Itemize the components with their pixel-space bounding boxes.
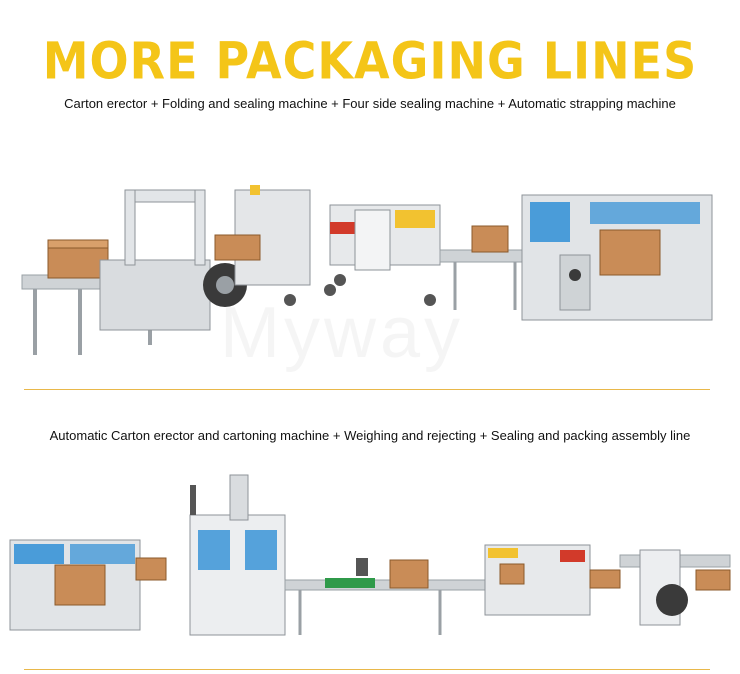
carton-erector-machine-2 bbox=[9, 539, 167, 631]
line2-machinery-image bbox=[9, 474, 731, 636]
carton-erector-machine bbox=[521, 194, 713, 321]
cartoning-machine bbox=[189, 474, 286, 636]
line2-caption: Automatic Carton erector and cartoning m… bbox=[49, 428, 691, 443]
strapping-machine-2 bbox=[619, 549, 731, 626]
divider-top bbox=[24, 389, 710, 390]
strapping-machine bbox=[99, 189, 247, 331]
carton-box-1 bbox=[47, 239, 109, 279]
line1-machinery-image bbox=[21, 185, 713, 355]
page-title: MORE PACKAGING LINES bbox=[42, 31, 698, 91]
conveyor-weigher bbox=[284, 558, 486, 635]
sealing-machine bbox=[484, 544, 621, 616]
divider-bottom bbox=[24, 669, 710, 670]
folding-sealing-machine bbox=[214, 185, 336, 306]
four-side-sealing-machine bbox=[329, 204, 441, 306]
conveyor-mid bbox=[439, 225, 531, 310]
line1-caption: Carton erector + Folding and sealing mac… bbox=[64, 96, 676, 111]
watermark-text: Myway bbox=[220, 293, 465, 373]
